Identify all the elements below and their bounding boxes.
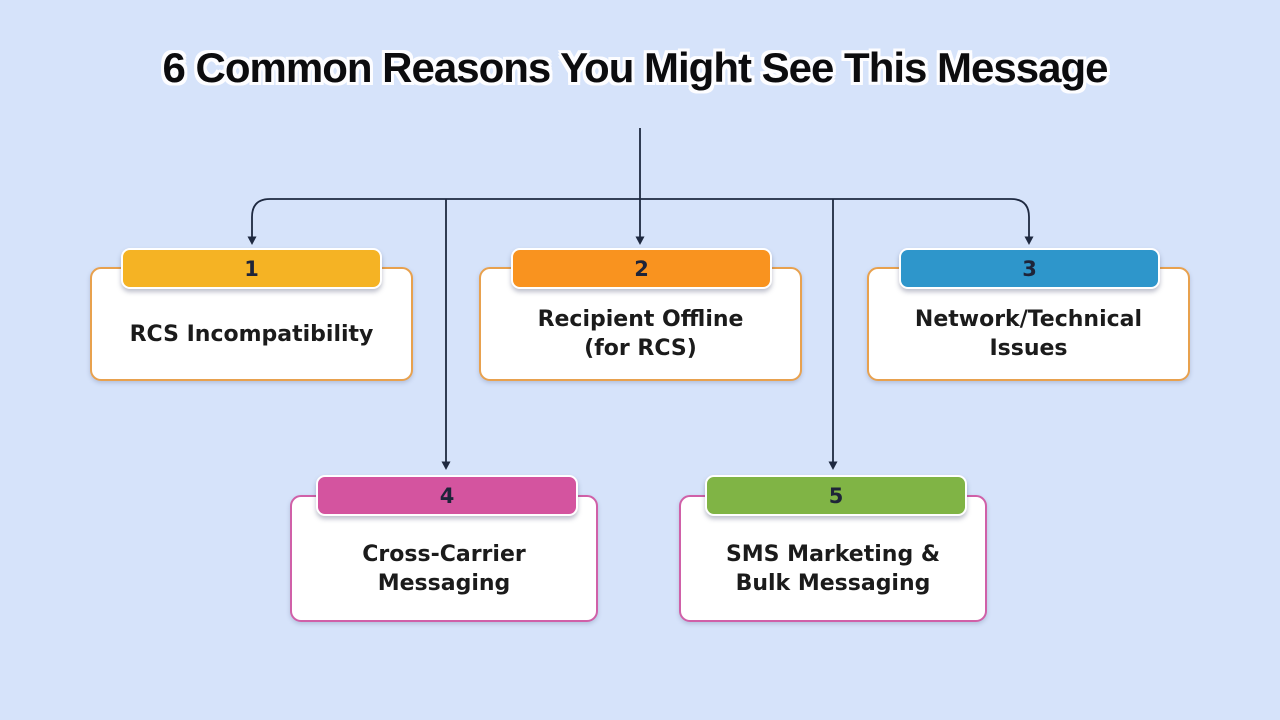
reason-number-5: 5 <box>828 483 844 508</box>
reason-number-3: 3 <box>1022 256 1037 281</box>
reason-label-5: SMS Marketing & Bulk Messaging <box>725 541 941 596</box>
reason-number-badge-5: 5 <box>705 475 967 516</box>
arrowhead-box-1 <box>247 236 257 245</box>
reason-card-5: SMS Marketing & Bulk Messaging <box>679 495 987 622</box>
page-title: 6 Common Reasons You Might See This Mess… <box>162 44 1108 91</box>
reason-number-badge-1: 1 <box>121 248 382 289</box>
reason-number-badge-2: 2 <box>511 248 772 289</box>
arrowhead-box-4 <box>441 461 451 470</box>
reason-number-2: 2 <box>634 256 649 281</box>
reason-number-1: 1 <box>244 256 259 281</box>
arrowhead-box-3 <box>1024 236 1034 245</box>
reason-number-badge-3: 3 <box>899 248 1160 289</box>
reason-label-4: Cross-Carrier Messaging <box>362 541 526 596</box>
arrowhead-box-5 <box>828 461 838 470</box>
reason-label-1: RCS Incompatibility <box>129 321 374 347</box>
reason-card-4: Cross-Carrier Messaging <box>290 495 598 622</box>
reason-number-badge-4: 4 <box>316 475 578 516</box>
reason-number-4: 4 <box>439 483 455 508</box>
reason-label-3: Network/Technical Issues <box>914 307 1143 361</box>
connector-rail <box>251 198 1030 237</box>
reason-label-2: Recipient Offline (for RCS) <box>537 307 744 361</box>
arrowhead-box-2 <box>635 236 645 245</box>
